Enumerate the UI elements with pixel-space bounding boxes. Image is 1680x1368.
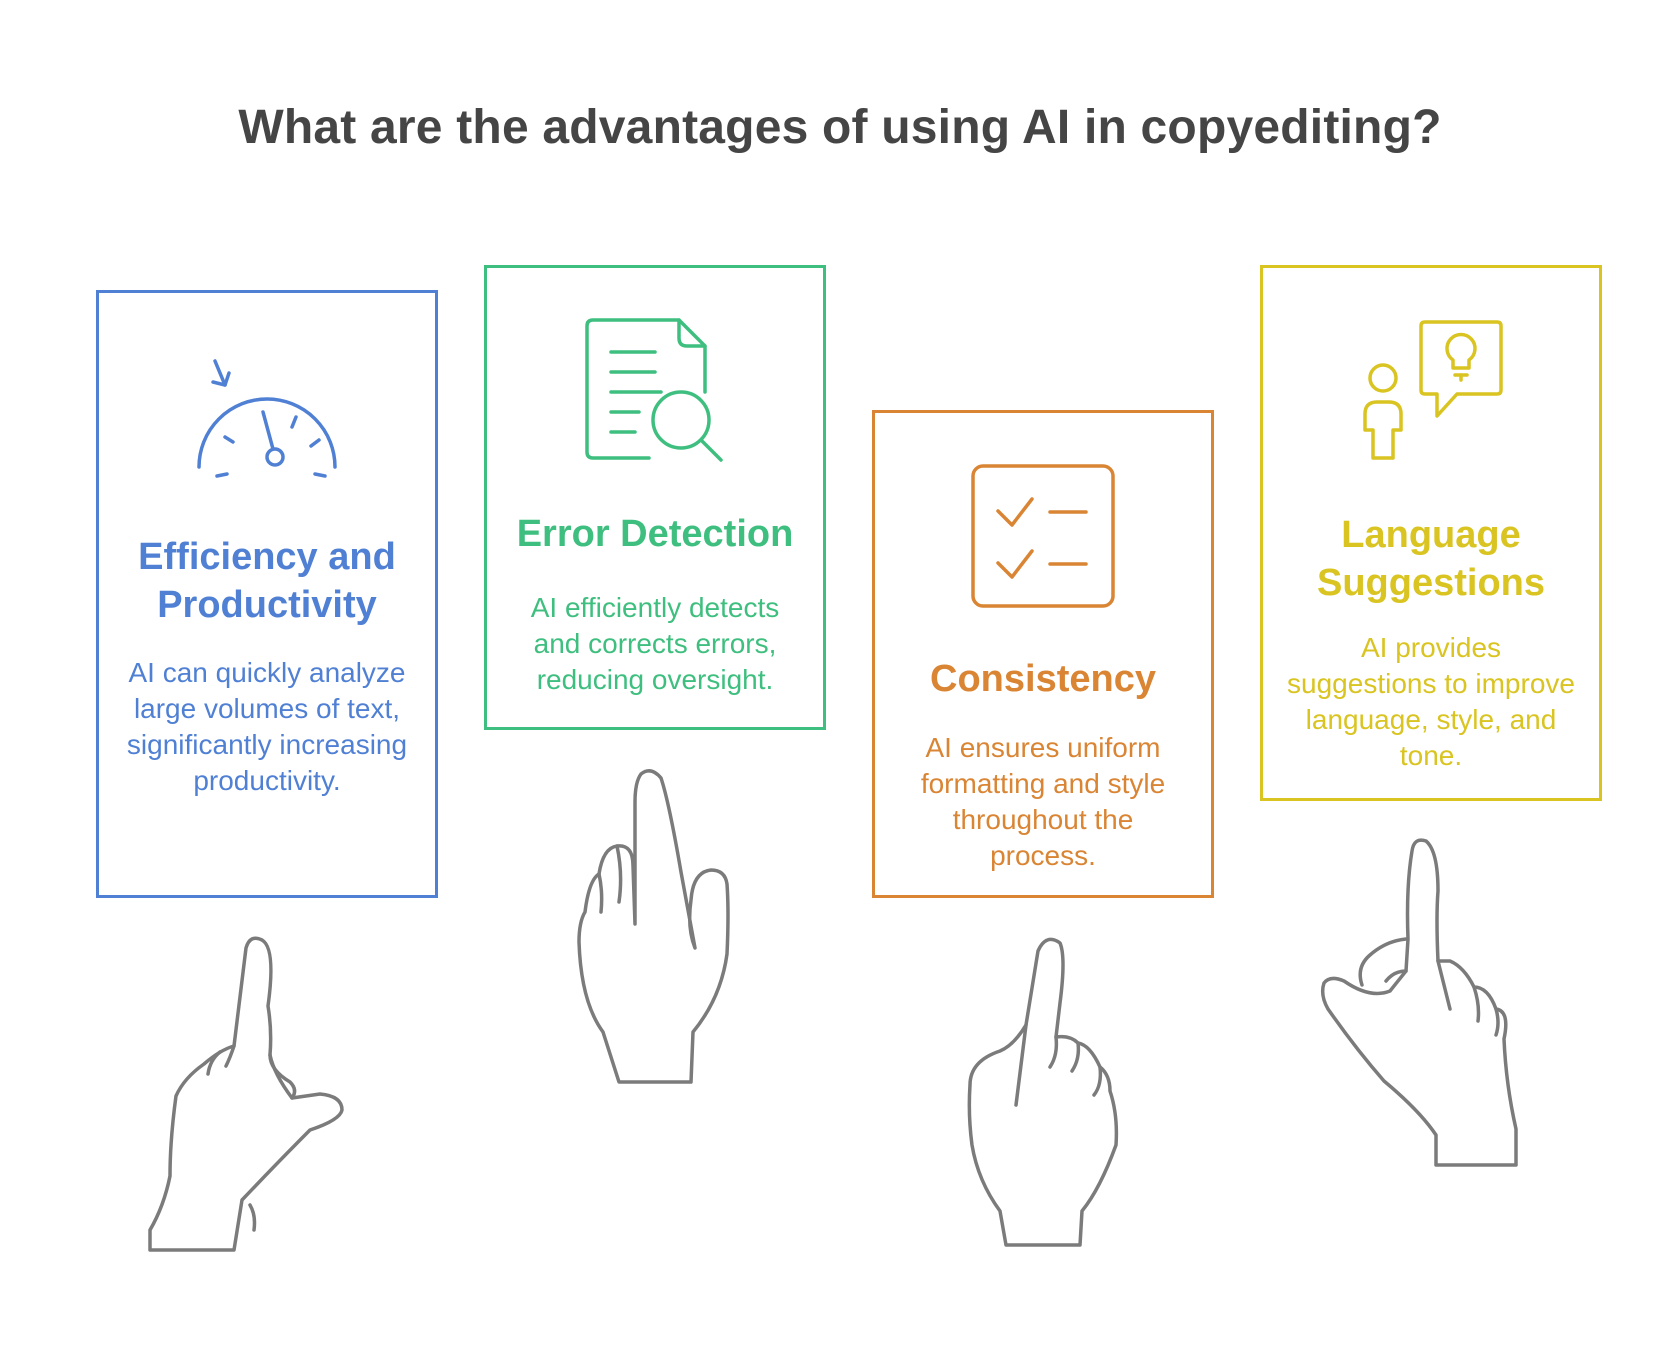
card-language-suggestions: Language Suggestions AI provides suggest…	[1260, 265, 1602, 801]
card-error-detection: Error Detection AI efficiently detects a…	[484, 265, 826, 730]
card-description: AI can quickly analyze large volumes of …	[126, 657, 408, 796]
pointing-hand-icon	[1320, 838, 1518, 1167]
card-efficiency: Efficiency and Productivity AI can quick…	[96, 290, 438, 898]
card-description: AI efficiently detects and corrects erro…	[530, 592, 780, 695]
card-description: AI ensures uniform formatting and style …	[920, 732, 1166, 871]
checklist-icon	[875, 461, 1211, 611]
pointing-hand-icon	[967, 937, 1119, 1247]
card-title: Consistency	[930, 658, 1156, 700]
pointing-hand-icon	[577, 769, 730, 1084]
card-title: Efficiency and Productivity	[138, 536, 396, 626]
card-description: AI provides suggestions to improve langu…	[1287, 632, 1575, 771]
card-title: Error Detection	[516, 513, 794, 555]
pointing-hand-icon	[148, 936, 344, 1252]
card-consistency: Consistency AI ensures uniform formattin…	[872, 410, 1214, 898]
person-idea-icon	[1263, 318, 1599, 468]
document-search-icon	[487, 316, 823, 466]
speedometer-icon	[99, 341, 435, 481]
card-title: Language Suggestions	[1316, 514, 1546, 604]
page-title: What are the advantages of using AI in c…	[238, 101, 1442, 154]
